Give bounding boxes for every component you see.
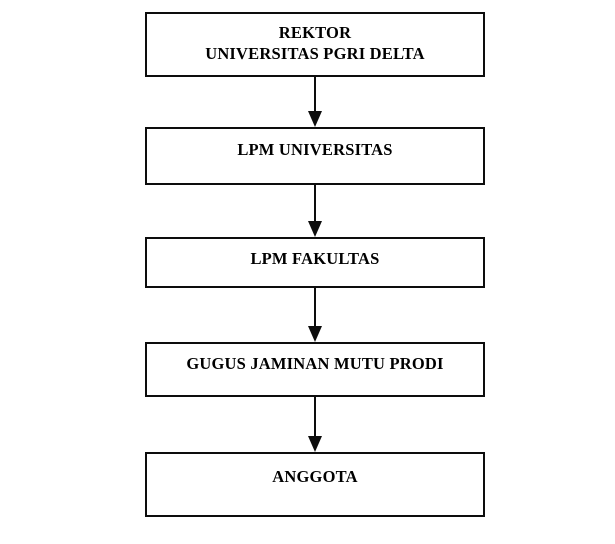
node-label: REKTOR UNIVERSITAS PGRI DELTA bbox=[205, 23, 425, 63]
flowchart-node-anggota[interactable]: ANGGOTA bbox=[145, 452, 485, 517]
connector-arrow-rektor-to-lpm-universitas bbox=[306, 77, 324, 127]
flowchart-node-lpm-fakultas[interactable]: LPM FAKULTAS bbox=[145, 237, 485, 288]
flowchart-node-gugus-jaminan-mutu-prodi[interactable]: GUGUS JAMINAN MUTU PRODI bbox=[145, 342, 485, 397]
connector-arrow-lpm-fakultas-to-gugus-jaminan-mutu-prodi bbox=[306, 288, 324, 342]
node-label: ANGGOTA bbox=[272, 467, 358, 486]
node-label: GUGUS JAMINAN MUTU PRODI bbox=[186, 354, 444, 373]
node-label: LPM FAKULTAS bbox=[250, 249, 380, 268]
connector-arrow-gugus-jaminan-mutu-prodi-to-anggota bbox=[306, 397, 324, 452]
flowchart-node-lpm-universitas[interactable]: LPM UNIVERSITAS bbox=[145, 127, 485, 185]
node-label: LPM UNIVERSITAS bbox=[237, 140, 393, 159]
connector-arrow-lpm-universitas-to-lpm-fakultas bbox=[306, 185, 324, 237]
flowchart-node-rektor[interactable]: REKTOR UNIVERSITAS PGRI DELTA bbox=[145, 12, 485, 77]
